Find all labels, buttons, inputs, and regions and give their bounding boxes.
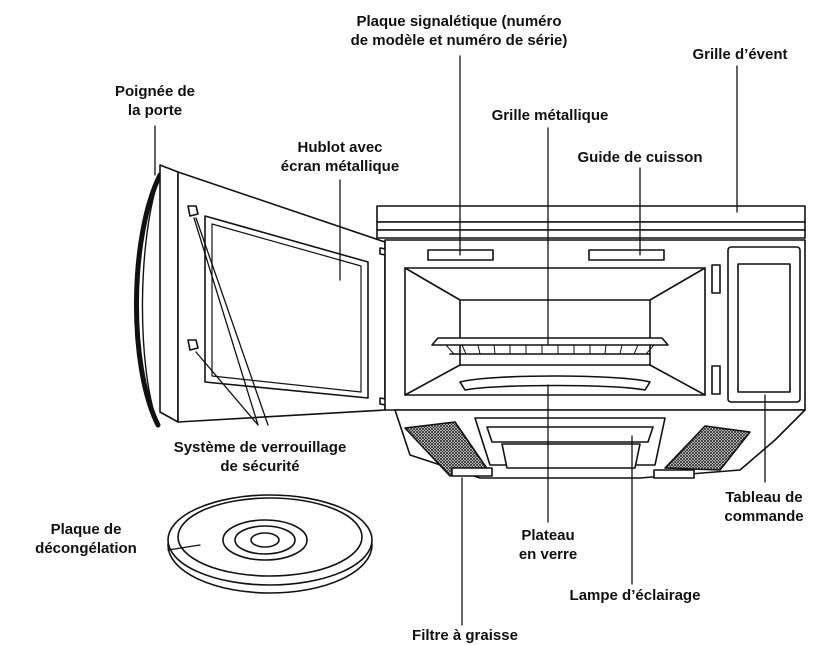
door-handle	[133, 172, 163, 428]
light-label: Lampe d’éclairage	[569, 587, 701, 604]
defrost-plate-label-line2: décongélation	[35, 540, 137, 557]
safety-lock-label: Système de verrouillage de sécurité	[145, 438, 375, 476]
open-door	[159, 164, 393, 423]
defrost-plate	[167, 494, 373, 594]
nameplate-label-line2: de modèle et numéro de série)	[350, 32, 568, 49]
nameplate-label: Plaque signalétique (numéro de modèle et…	[300, 12, 618, 50]
window-label: Hublot avec écran métallique	[265, 138, 415, 176]
door-handle-label-line1: Poignée de	[114, 83, 196, 100]
safety-lock-label-line2: de sécurité	[220, 458, 300, 475]
leader-lines	[154, 55, 766, 626]
control-panel-label-line2: commande	[724, 508, 804, 525]
defrost-plate-label-line1: Plaque de	[50, 521, 122, 538]
door-handle-label-line2: la porte	[127, 102, 183, 119]
glass-tray-label-line2: en verre	[518, 546, 578, 563]
vent-grille-label: Grille d’évent	[692, 46, 788, 63]
safety-lock-label-line1: Système de verrouillage	[173, 439, 347, 456]
control-panel-label-line1: Tableau de	[725, 489, 803, 506]
control-panel	[727, 246, 801, 403]
window-label-line2: écran métallique	[280, 158, 400, 175]
glass-tray-label: Plateau en verre	[498, 526, 598, 564]
grease-filter	[404, 421, 751, 479]
glass-tray-label-line1: Plateau	[521, 527, 575, 544]
nameplate-label-line1: Plaque signalétique (numéro	[356, 13, 562, 30]
window-label-line1: Hublot avec	[297, 139, 383, 156]
door-handle-label: Poignée de la porte	[90, 82, 220, 120]
metal-rack-label: Grille métallique	[491, 107, 609, 124]
cooking-guide-label: Guide de cuisson	[577, 149, 703, 166]
grease-filter-label: Filtre à graisse	[412, 627, 518, 644]
control-panel-label: Tableau de commande	[708, 488, 820, 526]
metal-rack	[431, 337, 669, 355]
glass-tray	[459, 375, 651, 391]
defrost-plate-label: Plaque de décongélation	[8, 520, 164, 558]
